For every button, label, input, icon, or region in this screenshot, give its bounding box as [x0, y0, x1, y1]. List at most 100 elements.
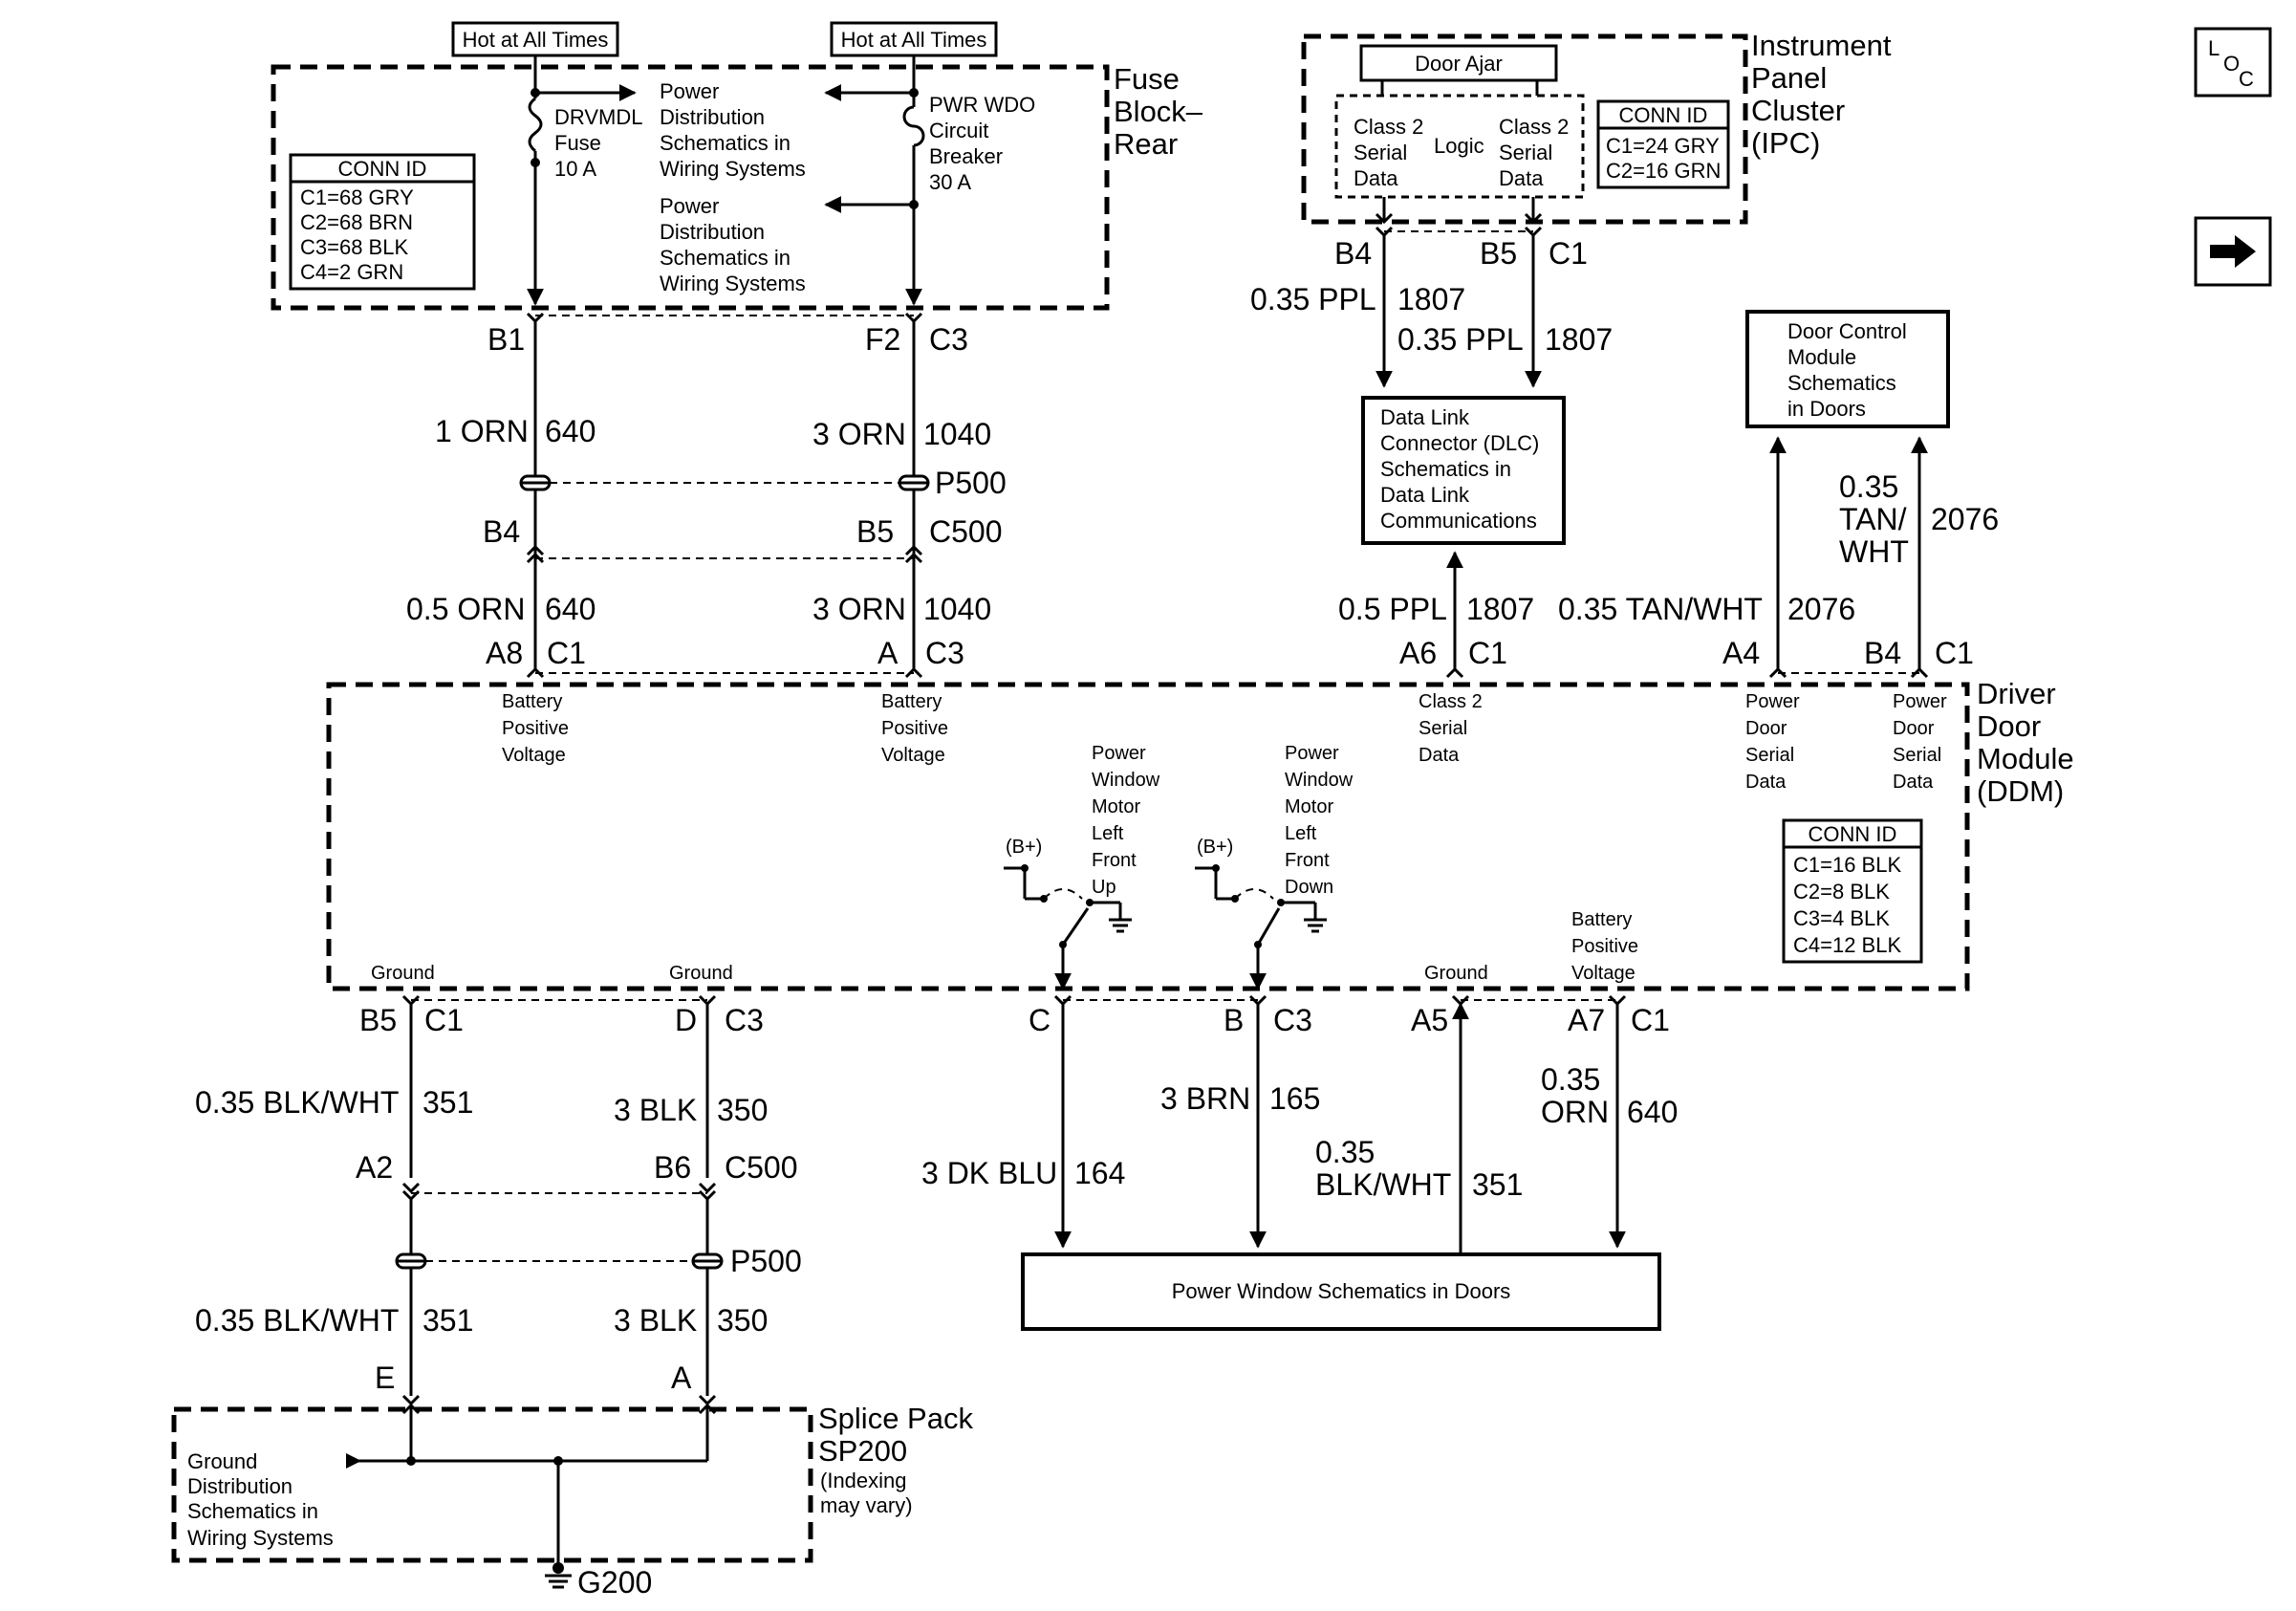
svg-text:C3: C3 [1273, 1003, 1312, 1037]
svg-text:Battery Positive V: Battery Positive Voltage [1571, 909, 1644, 984]
svg-text:D: D [675, 1003, 697, 1037]
svg-text:1807: 1807 [1545, 322, 1613, 357]
circuit-breaker-icon [902, 105, 925, 147]
svg-text:0.35 ORN: 0.35 ORN [1541, 1062, 1609, 1129]
loc-button[interactable]: L O C [2194, 27, 2272, 98]
svg-text:Ground: Ground [669, 963, 733, 984]
breaker-label: PWR WDO Circuit Breaker 30 A [929, 93, 1041, 194]
svg-text:(Indexing may vary): (Indexing may vary) [820, 1469, 913, 1517]
p500-connector: P500 [519, 466, 1007, 500]
pin-B4-c500: B4 [483, 514, 520, 549]
svg-text:A7: A7 [1568, 1003, 1605, 1037]
svg-text:L: L [2208, 36, 2220, 60]
svg-text:A8: A8 [486, 636, 523, 670]
svg-text:0.35 PPL: 0.35 PPL [1397, 322, 1524, 357]
svg-text:Class 2 Serial Dat: Class 2 Serial Data [1419, 691, 1487, 766]
svg-text:0.35 BLK/WHT: 0.35 BLK/WHT [1315, 1135, 1451, 1202]
fuse-label: DRVMDL Fuse 10 A [554, 105, 648, 181]
svg-text:P500: P500 [730, 1244, 802, 1278]
svg-text:165: 165 [1269, 1081, 1320, 1116]
svg-text:P500: P500 [935, 466, 1007, 500]
svg-text:1040: 1040 [923, 417, 991, 451]
svg-text:2076: 2076 [1931, 502, 1999, 536]
svg-text:Battery Positive V: Battery Positive Voltage [881, 691, 954, 766]
fuse-block-conn-id: CONN ID C1=68 GRY C2=68 BRN C3=68 BLK C4… [289, 153, 476, 291]
svg-text:Power Door Serial: Power Door Serial Data [1893, 691, 1952, 793]
svg-text:C1: C1 [1631, 1003, 1670, 1037]
svg-text:Power Window Motor: Power Window Motor Left Front Up [1092, 743, 1165, 898]
svg-text:640: 640 [545, 592, 596, 626]
svg-text:(B+): (B+) [1197, 837, 1233, 858]
svg-text:C1: C1 [547, 636, 586, 670]
svg-text:0.35 TAN/WHT: 0.35 TAN/WHT [1558, 592, 1763, 626]
svg-text:B4: B4 [1334, 236, 1372, 271]
svg-text:Ground: Ground [1424, 963, 1488, 984]
ddm-bottom-connectors: B5 C1 D C3 C B C3 A5 A7 C1 [359, 994, 1670, 1037]
ipc-conn-id: CONN ID C1=24 GRY C2=16 GRN [1596, 99, 1730, 189]
svg-text:2076: 2076 [1787, 592, 1855, 626]
power-window-schematics-reference[interactable]: Power Window Schematics in Doors [1021, 1252, 1661, 1331]
svg-text:C1=16 BLK C2=8 BLK: C1=16 BLK C2=8 BLK C3=4 BLK C4=12 BLK [1793, 853, 1907, 957]
svg-text:C1: C1 [1468, 636, 1507, 670]
door-control-module-reference[interactable]: Door Control Module Schematics in Doors [1745, 310, 1950, 428]
svg-text:A6: A6 [1399, 636, 1437, 670]
svg-text:B: B [1224, 1003, 1244, 1037]
door-ajar-label: Door Ajar [1415, 52, 1503, 76]
p500-lower-connector: P500 [395, 1244, 802, 1278]
svg-text:A2: A2 [356, 1150, 393, 1185]
svg-text:Data Link Connector (DLC: Data Link Connector (DLC) Schematics in … [1380, 405, 1545, 533]
ddm-title: Driver Door Module (DDM) [1977, 677, 2082, 808]
svg-text:164: 164 [1074, 1156, 1125, 1190]
svg-text:G200: G200 [577, 1565, 652, 1600]
svg-text:0.35 BLK/WHT: 0.35 BLK/WHT [195, 1303, 399, 1338]
svg-text:640: 640 [545, 414, 596, 448]
svg-text:Splice Pack SP200: Splice Pack SP200 [818, 1402, 982, 1468]
svg-text:CONN ID: CONN ID [338, 157, 427, 181]
svg-text:B4: B4 [1864, 636, 1901, 670]
power-distribution-note-2: Power Distribution Schematics in Wiring … [660, 194, 806, 295]
hot-label-1: Hot at All Times [463, 28, 609, 52]
svg-text:640: 640 [1627, 1095, 1678, 1129]
svg-text:C1: C1 [424, 1003, 464, 1037]
svg-text:351: 351 [422, 1303, 473, 1338]
svg-text:1807: 1807 [1397, 282, 1465, 316]
pin-F2: F2 [865, 322, 900, 357]
svg-text:A: A [877, 636, 899, 670]
svg-text:0.35 PPL: 0.35 PPL [1250, 282, 1376, 316]
svg-text:Ground Distribution: Ground Distribution Schematics in Wiring… [187, 1449, 334, 1550]
svg-text:E: E [375, 1361, 395, 1395]
svg-text:Logic: Logic [1434, 134, 1484, 158]
pin-C3-top: C3 [929, 322, 968, 357]
svg-text:O: O [2223, 52, 2240, 76]
ground-g200-icon: G200 [545, 1562, 652, 1600]
hot-label-box-2 [830, 21, 998, 57]
svg-text:Power Window Schematics in Doo: Power Window Schematics in Doors [1172, 1279, 1511, 1303]
svg-text:351: 351 [422, 1085, 473, 1120]
dlc-schematic-reference[interactable]: Data Link Connector (DLC) Schematics in … [1361, 396, 1566, 545]
svg-text:(B+): (B+) [1006, 837, 1042, 858]
svg-text:351: 351 [1472, 1167, 1523, 1202]
svg-text:350: 350 [717, 1303, 768, 1338]
ipc-title: Instrument Panel Cluster (IPC) [1751, 29, 1899, 160]
svg-text:C1: C1 [1549, 236, 1588, 271]
svg-text:3 BLK: 3 BLK [614, 1093, 697, 1127]
pin-B5-c500: B5 [856, 514, 894, 549]
wire-1040-top: 3 ORN [812, 417, 906, 451]
next-arrow-icon[interactable] [2194, 216, 2272, 287]
relay-switch-down-icon: (B+) [1195, 837, 1327, 991]
svg-text:C: C [1029, 1003, 1051, 1037]
wire-640-top: 1 ORN [435, 414, 529, 448]
svg-text:0.35 TAN/ WHT: 0.35 TAN/ WHT [1839, 469, 1915, 569]
svg-text:Ground: Ground [371, 963, 435, 984]
svg-text:0.35 BLK/WHT: 0.35 BLK/WHT [195, 1085, 399, 1120]
svg-text:Class 2 Serial Dat: Class 2 Serial Data [1354, 115, 1429, 190]
svg-text:CONN ID: CONN ID [1619, 103, 1708, 127]
ddm-conn-id: CONN ID C1=16 BLK C2=8 BLK C3=4 BLK C4=1… [1782, 818, 1923, 964]
svg-text:350: 350 [717, 1093, 768, 1127]
svg-text:3 ORN: 3 ORN [812, 592, 906, 626]
fuse-block-title: Fuse Block– Rear [1114, 62, 1211, 161]
svg-text:1807: 1807 [1466, 592, 1534, 626]
svg-text:Power Door Serial: Power Door Serial Data [1745, 691, 1805, 793]
splice-pack-sp200: Splice Pack SP200 (Indexing may vary) Gr… [171, 1402, 982, 1568]
svg-text:Battery Positive V: Battery Positive Voltage [502, 691, 574, 766]
